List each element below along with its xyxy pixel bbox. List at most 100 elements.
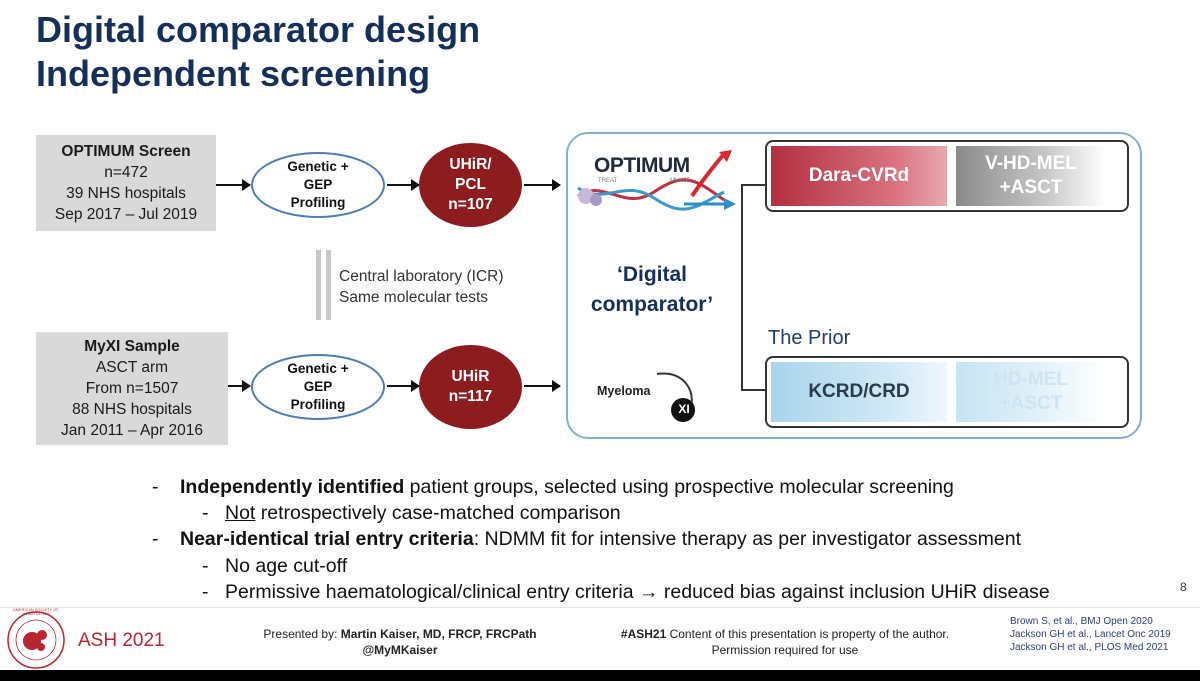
bullet-1-sub: Not retrospectively case-matched compari… [225,500,621,526]
content-notice-text: Content of this presentation is property… [666,627,950,641]
bullet-dash: - [202,581,209,603]
arrow-right [524,380,561,392]
title-line-1: Digital comparator design [36,9,481,50]
v-hd-mel-label: V-HD-MEL [985,153,1077,174]
optimum-logo-text: OPTIMUM [594,154,690,177]
profiling-line: Profiling [290,195,346,210]
bullet-list: - Independently identified patient group… [152,474,1050,603]
hd-mel-cell: HD-MEL +ASCT [956,362,1106,422]
presenter-info: Presented by: Martin Kaiser, MD, FRCP, F… [230,626,570,658]
myxi-sample-heading: MyXI Sample [84,338,180,355]
hd-mel-label: +ASCT [999,393,1063,414]
uhir-top-line: PCL [455,176,486,193]
arrow-right [387,179,420,191]
myeloma-xi-logo: Myeloma XI [595,366,705,424]
myxi-sample-line: 88 NHS hospitals [72,401,192,418]
uhir-ellipse: UHiR n=117 [419,345,522,429]
bracket-line [741,184,765,186]
central-lab-line: Same molecular tests [339,289,489,306]
reference: Jackson GH et al., Lancet Onc 2019 [1010,629,1171,640]
dara-cvrd-label: Dara-CVRd [808,165,910,186]
myxi-sample-line: Jan 2011 – Apr 2016 [61,422,203,439]
bullet-dash: - [202,555,209,577]
uhir-bottom-line: n=117 [448,388,493,405]
uhir-top-line: UHiR/ [449,156,492,173]
bullet-dash: - [202,502,209,524]
arrow-right [216,179,251,191]
bullet-2-text: : NDMM fit for intensive therapy as per … [473,528,1021,550]
profiling-ellipse-top: Genetic + GEP Profiling [251,152,385,218]
arrow-right [387,380,420,392]
optimum-logo: OPTIMUM TREAT MUK9B [574,148,739,212]
bullet-1-text: patient groups, selected using prospecti… [404,476,954,498]
arrow-right [524,179,561,191]
presented-by-label: Presented by: [263,627,341,641]
central-lab-note: Central laboratory (ICR) Same molecular … [339,266,504,308]
myxi-sample-line: From n=1507 [85,380,179,397]
divider-bar [326,250,331,320]
permission-text: Permission required for use [711,643,859,657]
bullet-1-bold: Independently identified [180,476,405,498]
profiling-line: GEP [303,379,333,394]
presenter-name: Martin Kaiser, MD, FRCP, FRCPath [340,627,537,641]
hd-mel-label: HD-MEL [994,369,1068,390]
myeloma-logo-text: Myeloma [597,384,651,398]
central-lab-line: Central laboratory (ICR) [339,268,504,285]
bullet-1: Independently identified patient groups,… [180,474,954,500]
divider-bar [316,250,321,320]
kcrd-crd-label: KCRD/CRD [808,381,910,402]
optimum-screen-heading: OPTIMUM Screen [61,143,191,160]
bullet-1-sub-underlined: Not [225,502,256,524]
optimum-screen-line: n=472 [104,164,148,181]
myxi-sample-line: ASCT arm [95,359,169,376]
myxi-sample-box: MyXI Sample ASCT arm From n=1507 88 NHS … [36,332,228,445]
optimum-logo-small: TREAT [598,178,618,184]
digital-comparator-label: ‘Digital comparator’ [572,260,732,320]
bracket-line [741,184,743,391]
profiling-line: Profiling [290,397,346,412]
optimum-screen-line: 39 NHS hospitals [66,185,186,202]
hashtag: #ASH21 [620,627,667,641]
bullet-2-sub-1: No age cut-off [225,555,348,577]
arrow-right [228,380,251,392]
myeloma-xi-icon [656,372,695,422]
prior-label: The Prior [768,327,851,349]
presenter-handle: @MyMKaiser [362,643,438,657]
optimum-logo-small: MUK9B [670,178,691,184]
ash-seal: AMERICAN SOCIETY OF HEMATOLOGY [6,608,66,670]
page-number: 8 [1180,580,1187,594]
profiling-line: Genetic + [287,361,349,376]
bullet-2: Near-identical trial entry criteria: NDM… [180,526,1021,552]
digital-comparator-line: ‘Digital [616,263,687,286]
uhir-pcl-ellipse: UHiR/ PCL n=107 [419,143,522,227]
ash-logo-text: ASH 2021 [78,630,165,651]
bullet-dash: - [152,476,159,498]
bracket-line [741,389,765,391]
xi-logo-text: XI [678,402,690,416]
bullet-dash: - [152,528,159,550]
bullet-2-bold: Near-identical trial entry criteria [180,528,474,550]
digital-comparator-line: comparator’ [590,293,714,316]
ash-ring-text: AMERICAN SOCIETY OF HEMATOLOGY [13,608,59,616]
reference: Jackson GH et al., PLOS Med 2021 [1010,642,1169,653]
v-hd-mel-cell: V-HD-MEL +ASCT [956,146,1106,206]
optimum-screen-box: OPTIMUM Screen n=472 39 NHS hospitals Se… [36,135,216,231]
optimum-screen-line: Sep 2017 – Jul 2019 [54,206,198,223]
profiling-ellipse-bottom: Genetic + GEP Profiling [251,354,385,420]
uhir-bottom-line: UHiR [451,368,490,385]
bullet-2-sub-2: Permissive haematological/clinical entry… [225,581,1050,603]
uhir-top-line: n=107 [448,196,493,213]
slide-title: Digital comparator design Independent sc… [36,8,480,96]
v-hd-mel-label: +ASCT [999,177,1063,198]
title-line-2: Independent screening [36,53,431,94]
dara-cvrd-cell: Dara-CVRd [771,146,947,206]
references: Brown S, et al., BMJ Open 2020 Jackson G… [1010,615,1195,654]
bullet-1-sub-text: retrospectively case-matched comparison [255,502,621,524]
dna-helix-icon [577,150,736,211]
kcrd-crd-cell: KCRD/CRD [771,362,947,422]
profiling-line: Genetic + [287,159,349,174]
footer: AMERICAN SOCIETY OF HEMATOLOGY ASH 2021 … [0,607,1200,670]
content-notice: #ASH21 Content of this presentation is p… [580,626,990,658]
profiling-line: GEP [303,177,333,192]
